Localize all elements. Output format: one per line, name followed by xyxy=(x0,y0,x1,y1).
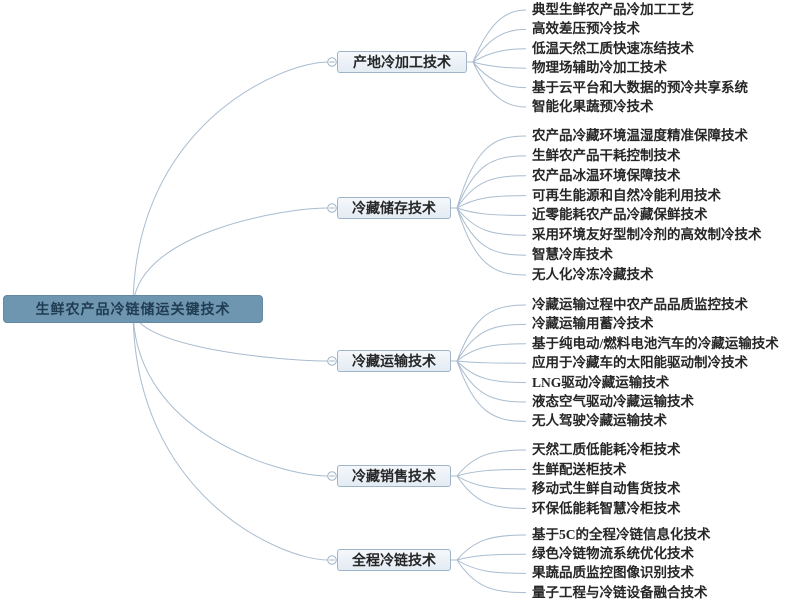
leaf-node[interactable]: 无人化冷冻冷藏技术 xyxy=(532,267,654,282)
root-branch-link xyxy=(132,308,328,561)
leaf-node[interactable]: 高效差压预冷技术 xyxy=(532,21,640,37)
branch-leaf-link xyxy=(472,48,527,63)
branch-leaf-link xyxy=(456,135,527,209)
branch-leaf-link xyxy=(456,155,527,209)
branch-leaf-link xyxy=(472,28,527,63)
branch-leaf-link xyxy=(472,61,527,89)
branch-label: 全程冷链技术 xyxy=(352,554,436,569)
leaf-node[interactable]: 量子工程与冷链设备融合技术 xyxy=(532,584,708,600)
leaf-node[interactable]: 近零能耗农产品冷藏保鲜技术 xyxy=(532,207,708,223)
leaf-node[interactable]: 智慧冷库技术 xyxy=(532,247,613,263)
branch-leaf-link xyxy=(456,559,527,594)
root-label: 生鲜农产品冷链储运关键技术 xyxy=(35,303,231,318)
branch-leaf-link xyxy=(456,175,527,209)
leaf-node[interactable]: 果蔬品质监控图像识别技术 xyxy=(532,565,694,581)
branch-leaf-link xyxy=(472,61,527,69)
branch-node[interactable]: 全程冷链技术 xyxy=(337,549,451,571)
leaf-node[interactable]: 典型生鲜农产品冷加工工艺 xyxy=(532,2,694,17)
branch-leaf-link xyxy=(456,360,527,403)
leaf-node[interactable]: 液态空气驱动冷藏运输技术 xyxy=(532,394,694,409)
leaf-node[interactable]: 物理场辅助冷加工技术 xyxy=(532,60,667,76)
branch-leaf-link xyxy=(456,323,527,362)
branch-leaf-link xyxy=(456,360,527,422)
branch-leaf-link xyxy=(456,195,527,209)
branch-leaf-link xyxy=(456,207,527,216)
branch-leaf-link xyxy=(472,9,527,63)
branch-leaf-link xyxy=(456,360,527,384)
branch-leaf-link xyxy=(456,360,527,364)
leaf-node[interactable]: 基于云平台和大数据的预冷共享系统 xyxy=(532,79,748,95)
branch-node[interactable]: 产地冷加工技术 xyxy=(337,51,467,73)
branch-leaf-link xyxy=(456,207,527,276)
branch-node[interactable]: 冷藏运输技术 xyxy=(337,350,451,372)
branch-leaf-link xyxy=(456,469,527,477)
branch-node[interactable]: 冷藏销售技术 xyxy=(337,465,451,487)
leaf-node[interactable]: 应用于冷藏车的太阳能驱动制冷技术 xyxy=(532,355,748,371)
leaf-node[interactable]: 冷藏运输过程中农产品品质监控技术 xyxy=(532,297,748,312)
leaf-node[interactable]: 采用环境友好型制冷剂的高效制冷技术 xyxy=(532,227,762,243)
leaf-node[interactable]: 基于纯电动/燃料电池汽车的冷藏运输技术 xyxy=(532,335,779,351)
leaf-node[interactable]: 可再生能源和自然冷能利用技术 xyxy=(532,187,721,203)
branch-leaf-link xyxy=(456,534,527,561)
leaf-node[interactable]: LNG驱动冷藏运输技术 xyxy=(532,374,670,390)
branch-leaf-link xyxy=(456,559,527,574)
leaf-node[interactable]: 基于5C的全程冷链信息化技术 xyxy=(532,527,711,542)
root-branch-link xyxy=(132,308,328,477)
leaf-node[interactable]: 天然工质低能耗冷柜技术 xyxy=(532,442,681,457)
branch-label: 产地冷加工技术 xyxy=(353,56,451,71)
leaf-node[interactable]: 低温天然工质快速冻结技术 xyxy=(532,40,694,56)
leaf-node[interactable]: 农产品冰温环境保障技术 xyxy=(532,167,681,183)
leaf-node[interactable]: 无人驾驶冷藏运输技术 xyxy=(532,413,667,429)
branch-label: 冷藏运输技术 xyxy=(352,355,436,370)
leaf-node[interactable]: 冷藏运输用蓄冷技术 xyxy=(532,316,654,332)
branch-leaf-link xyxy=(472,61,527,108)
branch-leaf-link xyxy=(456,207,527,236)
root-branch-link xyxy=(132,61,328,310)
branch-leaf-link xyxy=(456,207,527,256)
branch-leaf-link xyxy=(456,475,527,509)
root-node[interactable]: 生鲜农产品冷链储运关键技术 xyxy=(3,295,263,323)
branch-label: 冷藏销售技术 xyxy=(352,470,436,485)
branch-leaf-link xyxy=(456,449,527,477)
leaf-node[interactable]: 智能化果蔬预冷技术 xyxy=(532,99,654,114)
branch-leaf-link xyxy=(456,553,527,561)
leaf-node[interactable]: 生鲜配送柜技术 xyxy=(532,461,627,477)
leaf-node[interactable]: 绿色冷链物流系统优化技术 xyxy=(532,546,694,562)
branch-node[interactable]: 冷藏储存技术 xyxy=(337,197,451,219)
branch-label: 冷藏储存技术 xyxy=(352,202,436,217)
branch-leaf-link xyxy=(456,343,527,362)
leaf-node[interactable]: 环保低能耗智慧冷柜技术 xyxy=(532,500,681,516)
leaf-node[interactable]: 移动式生鲜自动售货技术 xyxy=(532,481,681,496)
leaf-node[interactable]: 农产品冷藏环境温湿度精准保障技术 xyxy=(532,128,748,143)
branch-leaf-link xyxy=(456,304,527,362)
leaf-node[interactable]: 生鲜农产品干耗控制技术 xyxy=(532,147,681,163)
root-branch-link xyxy=(132,207,328,310)
branch-leaf-link xyxy=(456,475,527,490)
